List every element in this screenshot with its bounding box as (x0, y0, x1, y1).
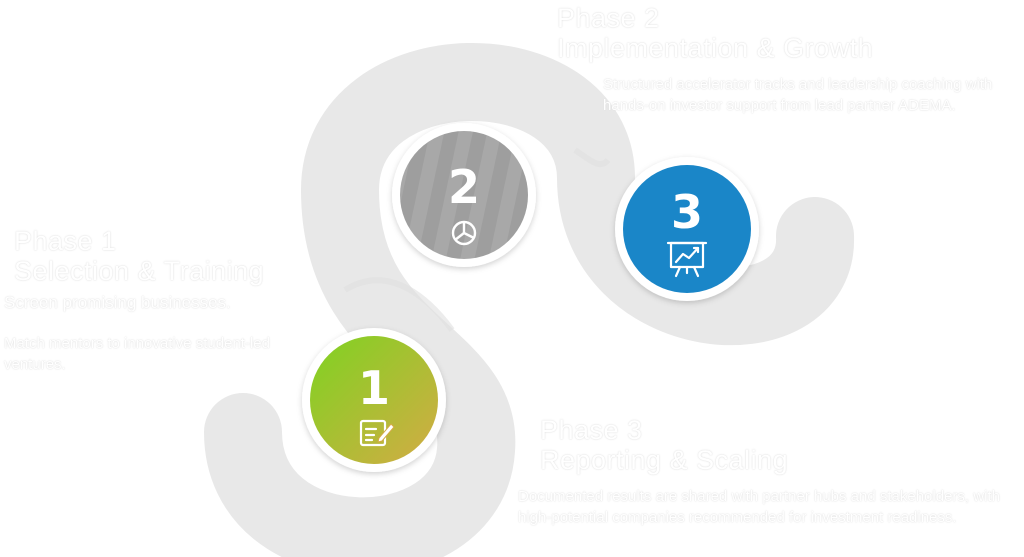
phase-3-heading: Phase 3 Reporting & Scaling (540, 415, 788, 475)
phase-2-heading: Phase 2 Implementation & Growth (557, 3, 873, 63)
phase-2-subtitle: Implementation & Growth (557, 33, 874, 63)
phase-2-description: Structured accelerator tracks and leader… (603, 76, 993, 114)
phase-1-description-line-1: Screen promising businesses. (4, 293, 231, 312)
phase-1-number: 1 (358, 361, 390, 415)
phase-2-number: 2 (448, 160, 480, 214)
phase-1-title: Phase 1 (14, 226, 117, 256)
phase-3-number: 3 (671, 185, 703, 239)
phase-1-badge[interactable]: 1 (302, 328, 446, 472)
phase-1-subtitle: Selection & Training (14, 256, 265, 286)
presentation-chart-icon (666, 241, 708, 278)
pie-chart-icon (451, 220, 477, 246)
phase-2-title: Phase 2 (557, 3, 660, 33)
phase-2-badge[interactable]: 2 (392, 123, 536, 267)
edit-icon (359, 419, 395, 447)
phase-3-description: Documented results are shared with partn… (518, 488, 1000, 526)
phase-3-title: Phase 3 (540, 415, 643, 445)
phase-3-subtitle: Reporting & Scaling (540, 445, 789, 475)
phase-1-description-line-2: Match mentors to innovative student-led … (4, 335, 270, 373)
phase-1-heading: Phase 1 Selection & Training (14, 226, 264, 286)
phase-3-badge[interactable]: 3 (615, 157, 759, 301)
